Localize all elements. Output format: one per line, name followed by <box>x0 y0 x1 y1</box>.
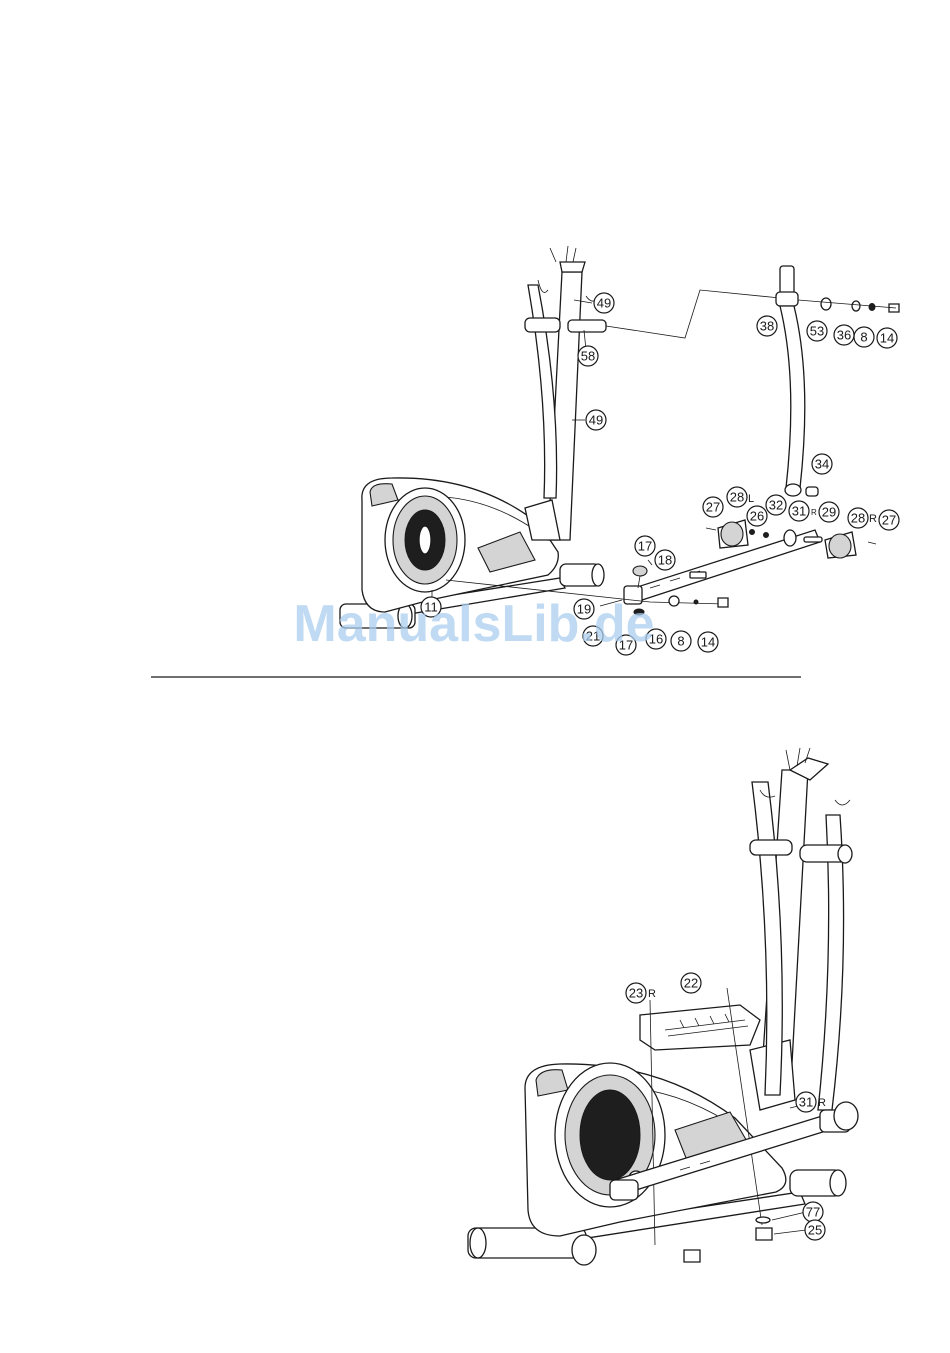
callout-22: 22 <box>681 973 701 993</box>
callout-28-right: 28 <box>848 508 868 528</box>
svg-text:31: 31 <box>799 1095 813 1110</box>
callout-29: 29 <box>819 502 839 522</box>
svg-text:25: 25 <box>808 1223 822 1238</box>
svg-text:29: 29 <box>822 505 836 520</box>
callout-49-upper: 49 <box>594 293 614 313</box>
callout-34: 34 <box>812 454 832 474</box>
svg-text:27: 27 <box>706 500 720 515</box>
callout-14-lower: 14 <box>698 632 718 652</box>
callout-28-left: 28 <box>727 487 747 507</box>
svg-text:77: 77 <box>806 1205 820 1220</box>
svg-text:49: 49 <box>597 296 611 311</box>
side-letter-r-31-bottom: R <box>818 1097 826 1109</box>
svg-text:14: 14 <box>701 635 715 650</box>
callout-14-upper: 14 <box>877 328 897 348</box>
svg-text:38: 38 <box>760 319 774 334</box>
callout-53: 53 <box>807 321 827 341</box>
side-letter-r-23: R <box>648 988 656 1000</box>
callout-32: 32 <box>766 495 786 515</box>
callout-25: 25 <box>805 1220 825 1240</box>
callout-49-lower: 49 <box>586 410 606 430</box>
svg-text:8: 8 <box>677 634 684 649</box>
side-letter-l: L <box>748 493 754 505</box>
svg-text:22: 22 <box>684 976 698 991</box>
bottom-assembly-figure: 23 R 22 31 R 77 25 <box>468 748 858 1265</box>
top-assembly-figure: 49 58 49 38 53 36 8 14 34 27 28 L 26 32 … <box>340 246 899 655</box>
svg-text:18: 18 <box>658 553 672 568</box>
svg-text:58: 58 <box>581 349 595 364</box>
svg-text:26: 26 <box>750 509 764 524</box>
callout-17-upper: 17 <box>635 536 655 556</box>
callout-8-lower: 8 <box>671 631 691 651</box>
callout-8-upper: 8 <box>854 327 874 347</box>
callout-36: 36 <box>834 325 854 345</box>
callout-38: 38 <box>757 316 777 336</box>
callout-31-bottom: 31 <box>796 1092 816 1112</box>
callout-27-right: 27 <box>879 510 899 530</box>
callout-77: 77 <box>803 1202 823 1222</box>
svg-text:36: 36 <box>837 328 851 343</box>
side-letter-r-31: R <box>811 508 817 517</box>
svg-text:17: 17 <box>638 539 652 554</box>
svg-text:28: 28 <box>851 511 865 526</box>
callout-58: 58 <box>578 346 598 366</box>
callout-31: 31 <box>789 501 809 521</box>
svg-text:14: 14 <box>880 331 894 346</box>
side-letter-r-28: R <box>869 513 877 525</box>
svg-text:27: 27 <box>882 513 896 528</box>
svg-text:31: 31 <box>792 504 806 519</box>
svg-text:32: 32 <box>769 498 783 513</box>
watermark: ManualsLib.de <box>293 595 654 653</box>
callout-18: 18 <box>655 550 675 570</box>
callout-26: 26 <box>747 506 767 526</box>
callout-23: 23 <box>626 983 646 1003</box>
svg-text:34: 34 <box>815 457 829 472</box>
svg-text:53: 53 <box>810 324 824 339</box>
svg-text:28: 28 <box>730 490 744 505</box>
svg-text:23: 23 <box>629 986 643 1001</box>
svg-text:49: 49 <box>589 413 603 428</box>
svg-text:8: 8 <box>860 330 867 345</box>
callout-27-left: 27 <box>703 497 723 517</box>
